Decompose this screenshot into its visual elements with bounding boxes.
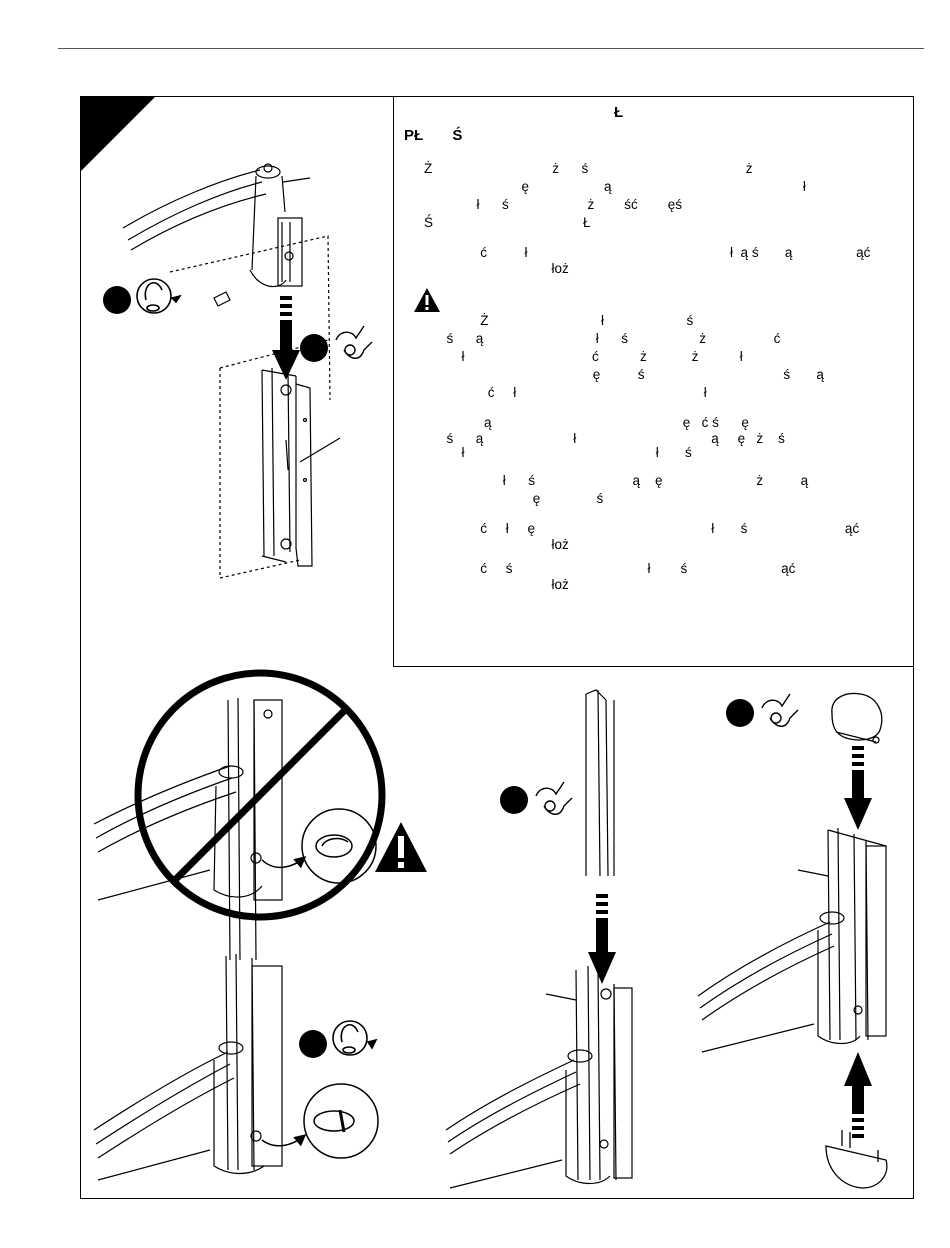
cover-rail-illustration bbox=[445, 689, 633, 1189]
end-cap-bottom bbox=[825, 1130, 888, 1189]
p3-line-1: ą ę ć ś ę bbox=[424, 415, 749, 430]
set-screw-detail bbox=[261, 808, 377, 884]
set-screw-detail bbox=[261, 1083, 379, 1159]
warn-line-1: Ż ł ś bbox=[424, 313, 694, 328]
step1-illustration bbox=[122, 163, 341, 579]
p4-line-2: ę ś bbox=[424, 491, 604, 506]
warn-line-3: ł ć ż ż ł bbox=[424, 349, 743, 364]
rail-assembly-right bbox=[697, 827, 887, 1053]
warn-line-4: ę ś ś ą bbox=[424, 367, 824, 382]
step-marker bbox=[103, 286, 131, 314]
p2-line-2: łoż bbox=[424, 261, 569, 276]
p5-line-2: łoż bbox=[424, 537, 569, 552]
p2-line-1: ć ł ł ą ś ą ąć bbox=[424, 245, 871, 260]
step-marker bbox=[300, 334, 328, 362]
hex-key-icon bbox=[136, 278, 182, 314]
warn-line-2: ś ą ł ś ż ć bbox=[424, 331, 781, 346]
text-panel bbox=[393, 96, 914, 667]
arrow-down-icon bbox=[844, 746, 872, 830]
corner-tab bbox=[80, 96, 156, 172]
p6-line-1: ć ś ł ś ąć bbox=[424, 561, 796, 576]
tighten-illustration bbox=[93, 953, 283, 1181]
arrow-down-icon bbox=[588, 894, 616, 984]
warning-icon bbox=[375, 822, 427, 872]
step-marker bbox=[299, 1030, 327, 1058]
p4-line-1: ł ś ą ę ż ą bbox=[424, 473, 809, 488]
hand-icon bbox=[535, 781, 573, 815]
p6-line-2: łoż bbox=[424, 577, 569, 592]
p1-line-3: ł ś ż ść ęś bbox=[424, 197, 683, 212]
warning-icon bbox=[414, 288, 440, 312]
hand-icon bbox=[761, 693, 799, 727]
prohibited-icon bbox=[134, 669, 386, 921]
heading-line-1: Ł bbox=[614, 104, 624, 121]
hex-key-icon bbox=[332, 1020, 378, 1056]
p3-line-2: ś ą ł ą ę ż ś bbox=[424, 431, 785, 446]
p1-line-1: Ż ż ś ż bbox=[424, 161, 753, 176]
p3-line-3: ł ł ś bbox=[424, 445, 692, 460]
prohibited-illustration bbox=[93, 697, 283, 961]
hand-icon bbox=[335, 325, 373, 359]
end-cap-top bbox=[831, 692, 883, 744]
arrow-up-icon bbox=[844, 1052, 872, 1138]
heading-line-2: PŁ Ś bbox=[404, 127, 463, 144]
step-marker bbox=[500, 786, 528, 814]
step-marker bbox=[726, 699, 754, 727]
p1-line-2: ę ą ł bbox=[424, 179, 806, 194]
p1-line-4: Ś Ł bbox=[424, 215, 591, 230]
header-rule bbox=[58, 48, 924, 49]
arrow-down-icon bbox=[272, 296, 300, 380]
warn-line-5: ć ł ł bbox=[424, 385, 707, 400]
instruction-frame bbox=[80, 96, 914, 1199]
p5-line-1: ć ł ę ł ś ąć bbox=[424, 521, 860, 536]
